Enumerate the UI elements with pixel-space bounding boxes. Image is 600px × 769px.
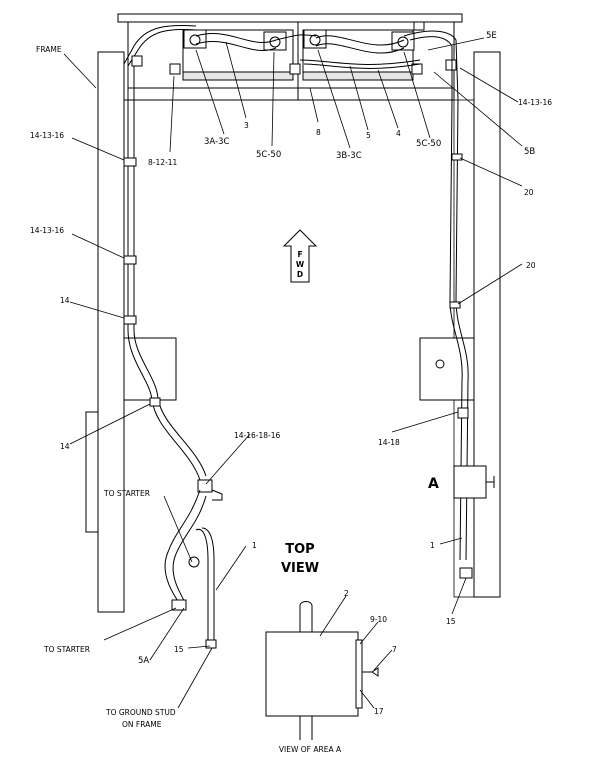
battery-cables	[195, 33, 421, 69]
label-8-12-11: 8-12-11	[148, 158, 177, 167]
label-14-18: 14-18	[378, 438, 400, 447]
right-frame-rail	[453, 51, 501, 598]
label-14-13-16-top-right: 14-13-16	[518, 98, 552, 107]
label-to-ground-1: TO GROUND STUD	[105, 708, 176, 717]
left-frame-rail	[85, 51, 125, 613]
label-view: VIEW	[281, 561, 319, 576]
label-2: 2	[344, 589, 349, 598]
callout-labels: FRAME 5E 14-13-16 5B 14-13-16 14-13-16 8…	[30, 31, 552, 754]
leader-lines	[63, 37, 523, 709]
top-panel	[117, 13, 463, 101]
label-15-right: 15	[446, 617, 456, 626]
fwd-arrow: F W D	[282, 229, 318, 283]
label-9-10: 9-10	[370, 615, 387, 624]
label-5a: 5A	[138, 656, 149, 666]
label-5c-50-right: 5C-50	[416, 139, 441, 149]
label-top: TOP	[285, 542, 314, 557]
label-14-13-16-left-2: 14-13-16	[30, 226, 64, 235]
label-to-starter-1: TO STARTER	[103, 489, 150, 498]
fwd-label-d: D	[297, 270, 303, 279]
label-view-of-area-a: VIEW OF AREA A	[279, 745, 342, 754]
fwd-label-f: F	[297, 250, 302, 259]
cross-members	[123, 99, 475, 401]
label-20-upper: 20	[524, 188, 534, 197]
fwd-label-w: W	[296, 260, 305, 269]
starter-cables	[164, 479, 223, 649]
label-area-a: A	[428, 476, 439, 492]
label-3a-3c: 3A-3C	[204, 137, 230, 147]
label-17: 17	[374, 707, 384, 716]
label-1-mid: 1	[252, 541, 257, 550]
label-3b-3c: 3B-3C	[336, 151, 362, 161]
label-to-starter-2: TO STARTER	[43, 645, 90, 654]
area-a-detail	[265, 601, 379, 740]
label-4: 4	[396, 129, 401, 138]
label-1-right: 1	[430, 541, 435, 550]
label-5c-50-mid: 5C-50	[256, 150, 281, 160]
label-20-lower: 20	[526, 261, 536, 270]
left-harness	[123, 24, 207, 481]
label-7: 7	[392, 645, 397, 654]
label-8: 8	[316, 128, 321, 137]
label-to-ground-2: ON FRAME	[122, 720, 162, 729]
label-3: 3	[244, 121, 249, 130]
label-5e: 5E	[486, 31, 497, 41]
label-15-left: 15	[174, 645, 184, 654]
label-5: 5	[366, 131, 371, 140]
label-14-left-low: 14	[60, 442, 70, 451]
right-harness	[403, 30, 495, 579]
label-14-16-18-16: 14-16-18-16	[234, 431, 281, 440]
label-frame: FRAME	[36, 45, 62, 54]
label-14-13-16-left-1: 14-13-16	[30, 131, 64, 140]
label-14-left: 14	[60, 296, 70, 305]
label-5b: 5B	[524, 147, 535, 157]
